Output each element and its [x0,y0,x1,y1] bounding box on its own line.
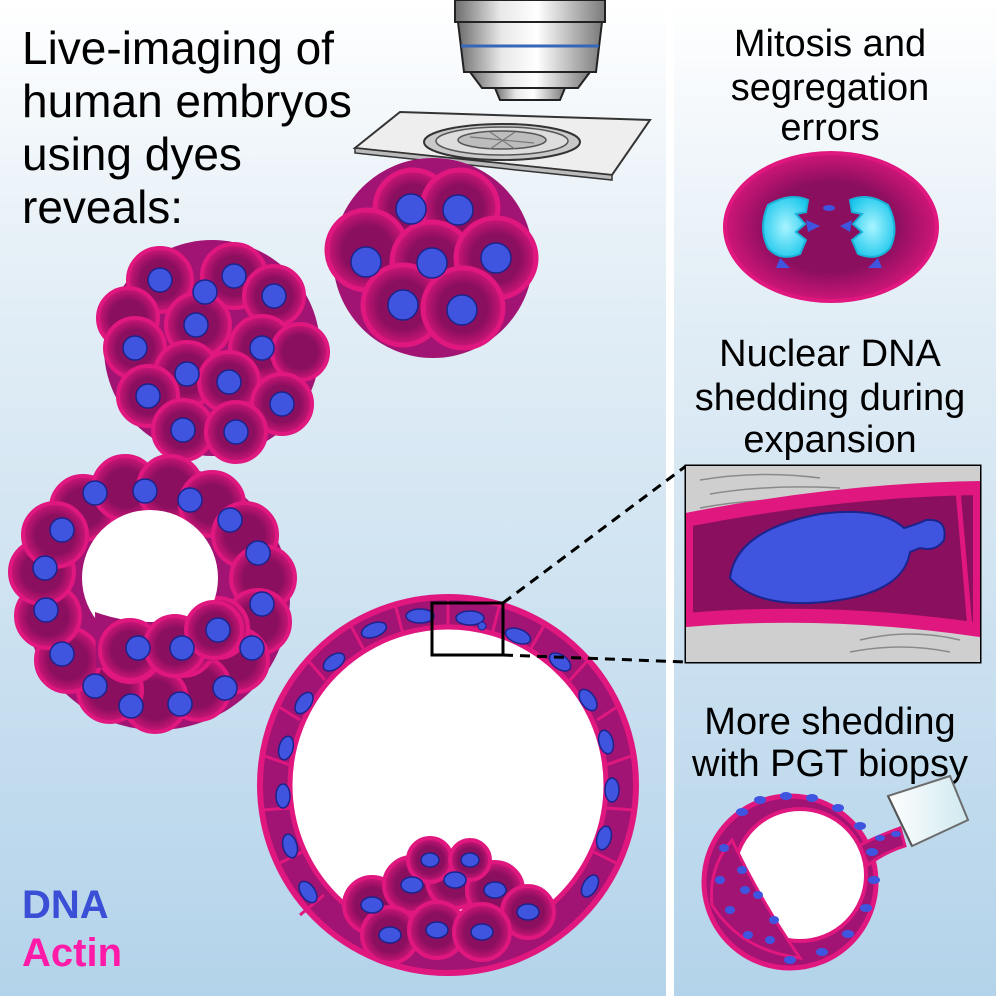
heading-line-1: Live-imaging of [22,22,334,74]
panel-title-line: with PGT biopsy [691,743,968,785]
nucleus-group [122,263,295,445]
panel-title-line: expansion [743,419,916,461]
panel-title-line: errors [780,107,879,149]
nucleus-group [275,608,620,944]
trophectoderm-cell-borders [261,597,635,917]
nucleus-with-bleb [728,510,946,605]
embryo-early-blastocyst [8,454,297,734]
panel-title-line: segregation [731,67,930,109]
embryo-8-cell [324,158,539,358]
panel-biopsy: More shedding with PGT biopsy [691,701,970,971]
shed-dna-fragment [477,621,487,631]
zoom-callout-line-top [502,464,687,605]
culture-dish-slide [352,110,652,181]
zoom-callout-line-bottom [502,653,687,664]
panel-title-line: Mitosis and [734,23,926,65]
panel-title-line: shedding during [695,377,965,419]
heading-line-2: human embryos [22,75,352,127]
main-heading: Live-imaging of human embryos using dyes… [22,22,352,233]
panel-title-line: Nuclear DNA [719,333,941,375]
embryo-morula [96,240,330,464]
legend: DNA Actin [22,883,122,975]
panel-title-line: More shedding [704,701,955,743]
nucleus-group [350,193,512,326]
heading-line-4: reveals: [22,181,183,233]
biopsied-blastocyst [701,792,907,971]
legend-actin: Actin [22,931,122,975]
microscope-objective-icon [454,0,606,101]
panel-shedding: Nuclear DNA shedding during expansion [684,333,982,664]
biopsy-pipette-icon [886,774,970,848]
blastocoel-cavity [82,510,218,646]
nucleus-group [32,478,275,719]
heading-line-3: using dyes [22,128,242,180]
panel-mitosis: Mitosis and segregation errors [723,23,939,303]
dividing-cell [723,151,939,303]
legend-dna: DNA [22,883,109,927]
embryo-expanded-blastocyst [257,594,639,976]
nucleus-group [715,792,901,964]
panel-divider [666,0,674,996]
chromosome-set-left [762,195,810,258]
lagging-chromosomes [776,205,882,268]
chromosome-set-right [848,195,896,258]
zoom-region-box [430,601,505,657]
